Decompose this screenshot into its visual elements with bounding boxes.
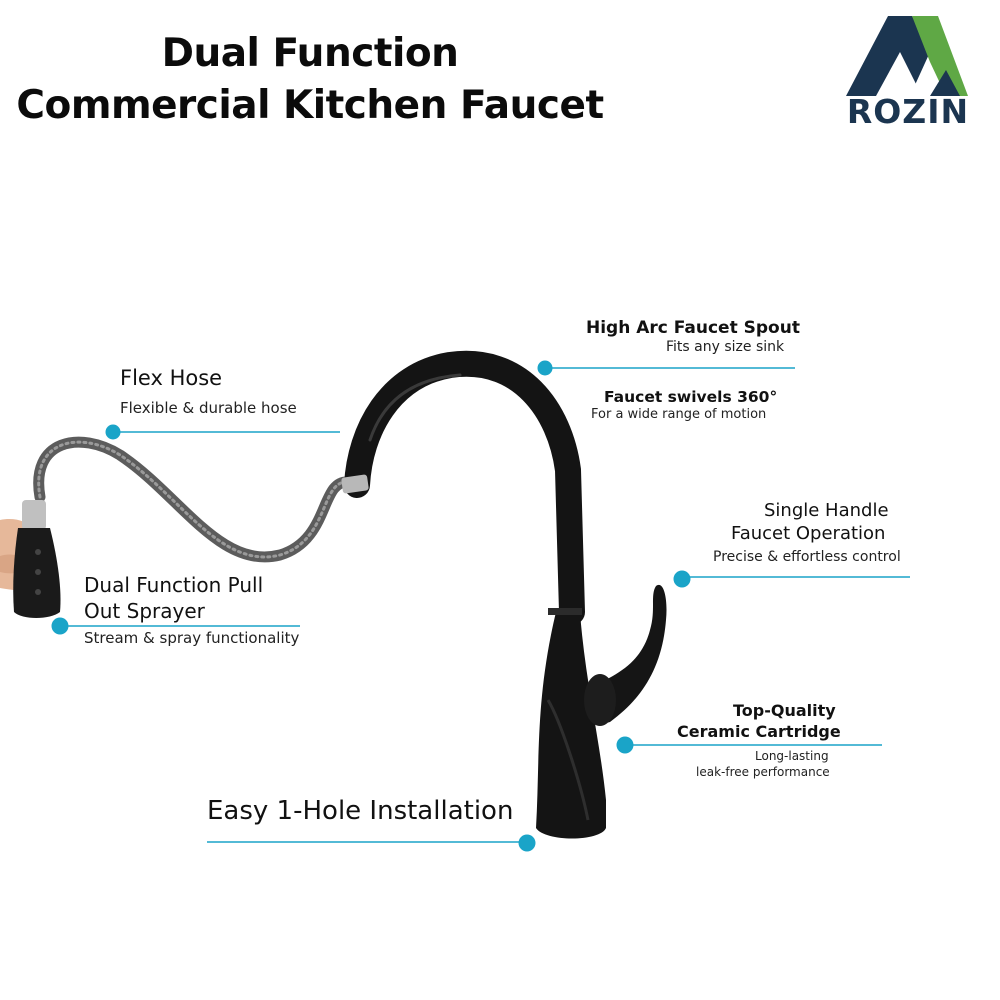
swivel-heading: Faucet swivels 360° <box>604 388 778 406</box>
flex-hose-description: Flexible & durable hose <box>120 399 297 417</box>
high-arc-heading: High Arc Faucet Spout <box>586 318 800 338</box>
flex-hose-heading: Flex Hose <box>120 366 223 390</box>
installation-heading: Easy 1-Hole Installation <box>207 796 514 826</box>
rozin-logo-icon <box>846 16 968 96</box>
single-handle-description: Precise & effortless control <box>713 549 901 565</box>
page-title: Dual Function Commercial Kitchen Faucet <box>0 28 620 132</box>
title-line-1: Dual Function <box>161 31 459 76</box>
high-arc-description: Fits any size sink <box>666 339 785 355</box>
cartridge-description-line-2: leak-free performance <box>696 765 830 779</box>
sprayer-heading-line-1: Dual Function Pull <box>84 573 264 597</box>
sprayer-heading-line-2: Out Sprayer <box>84 599 205 623</box>
brand-name: ROZIN <box>846 92 970 131</box>
cartridge-description-line-1: Long-lasting <box>755 749 829 763</box>
cartridge-heading-line-1: Top-Quality <box>733 701 836 720</box>
swivel-description: For a wide range of motion <box>591 407 767 422</box>
single-handle-heading-line-2: Faucet Operation <box>731 523 886 544</box>
sprayer-description: Stream & spray functionality <box>84 629 300 647</box>
cartridge-heading-line-2: Ceramic Cartridge <box>677 722 841 741</box>
single-handle-heading-line-1: Single Handle <box>764 500 889 521</box>
title-line-2: Commercial Kitchen Faucet <box>16 83 604 128</box>
